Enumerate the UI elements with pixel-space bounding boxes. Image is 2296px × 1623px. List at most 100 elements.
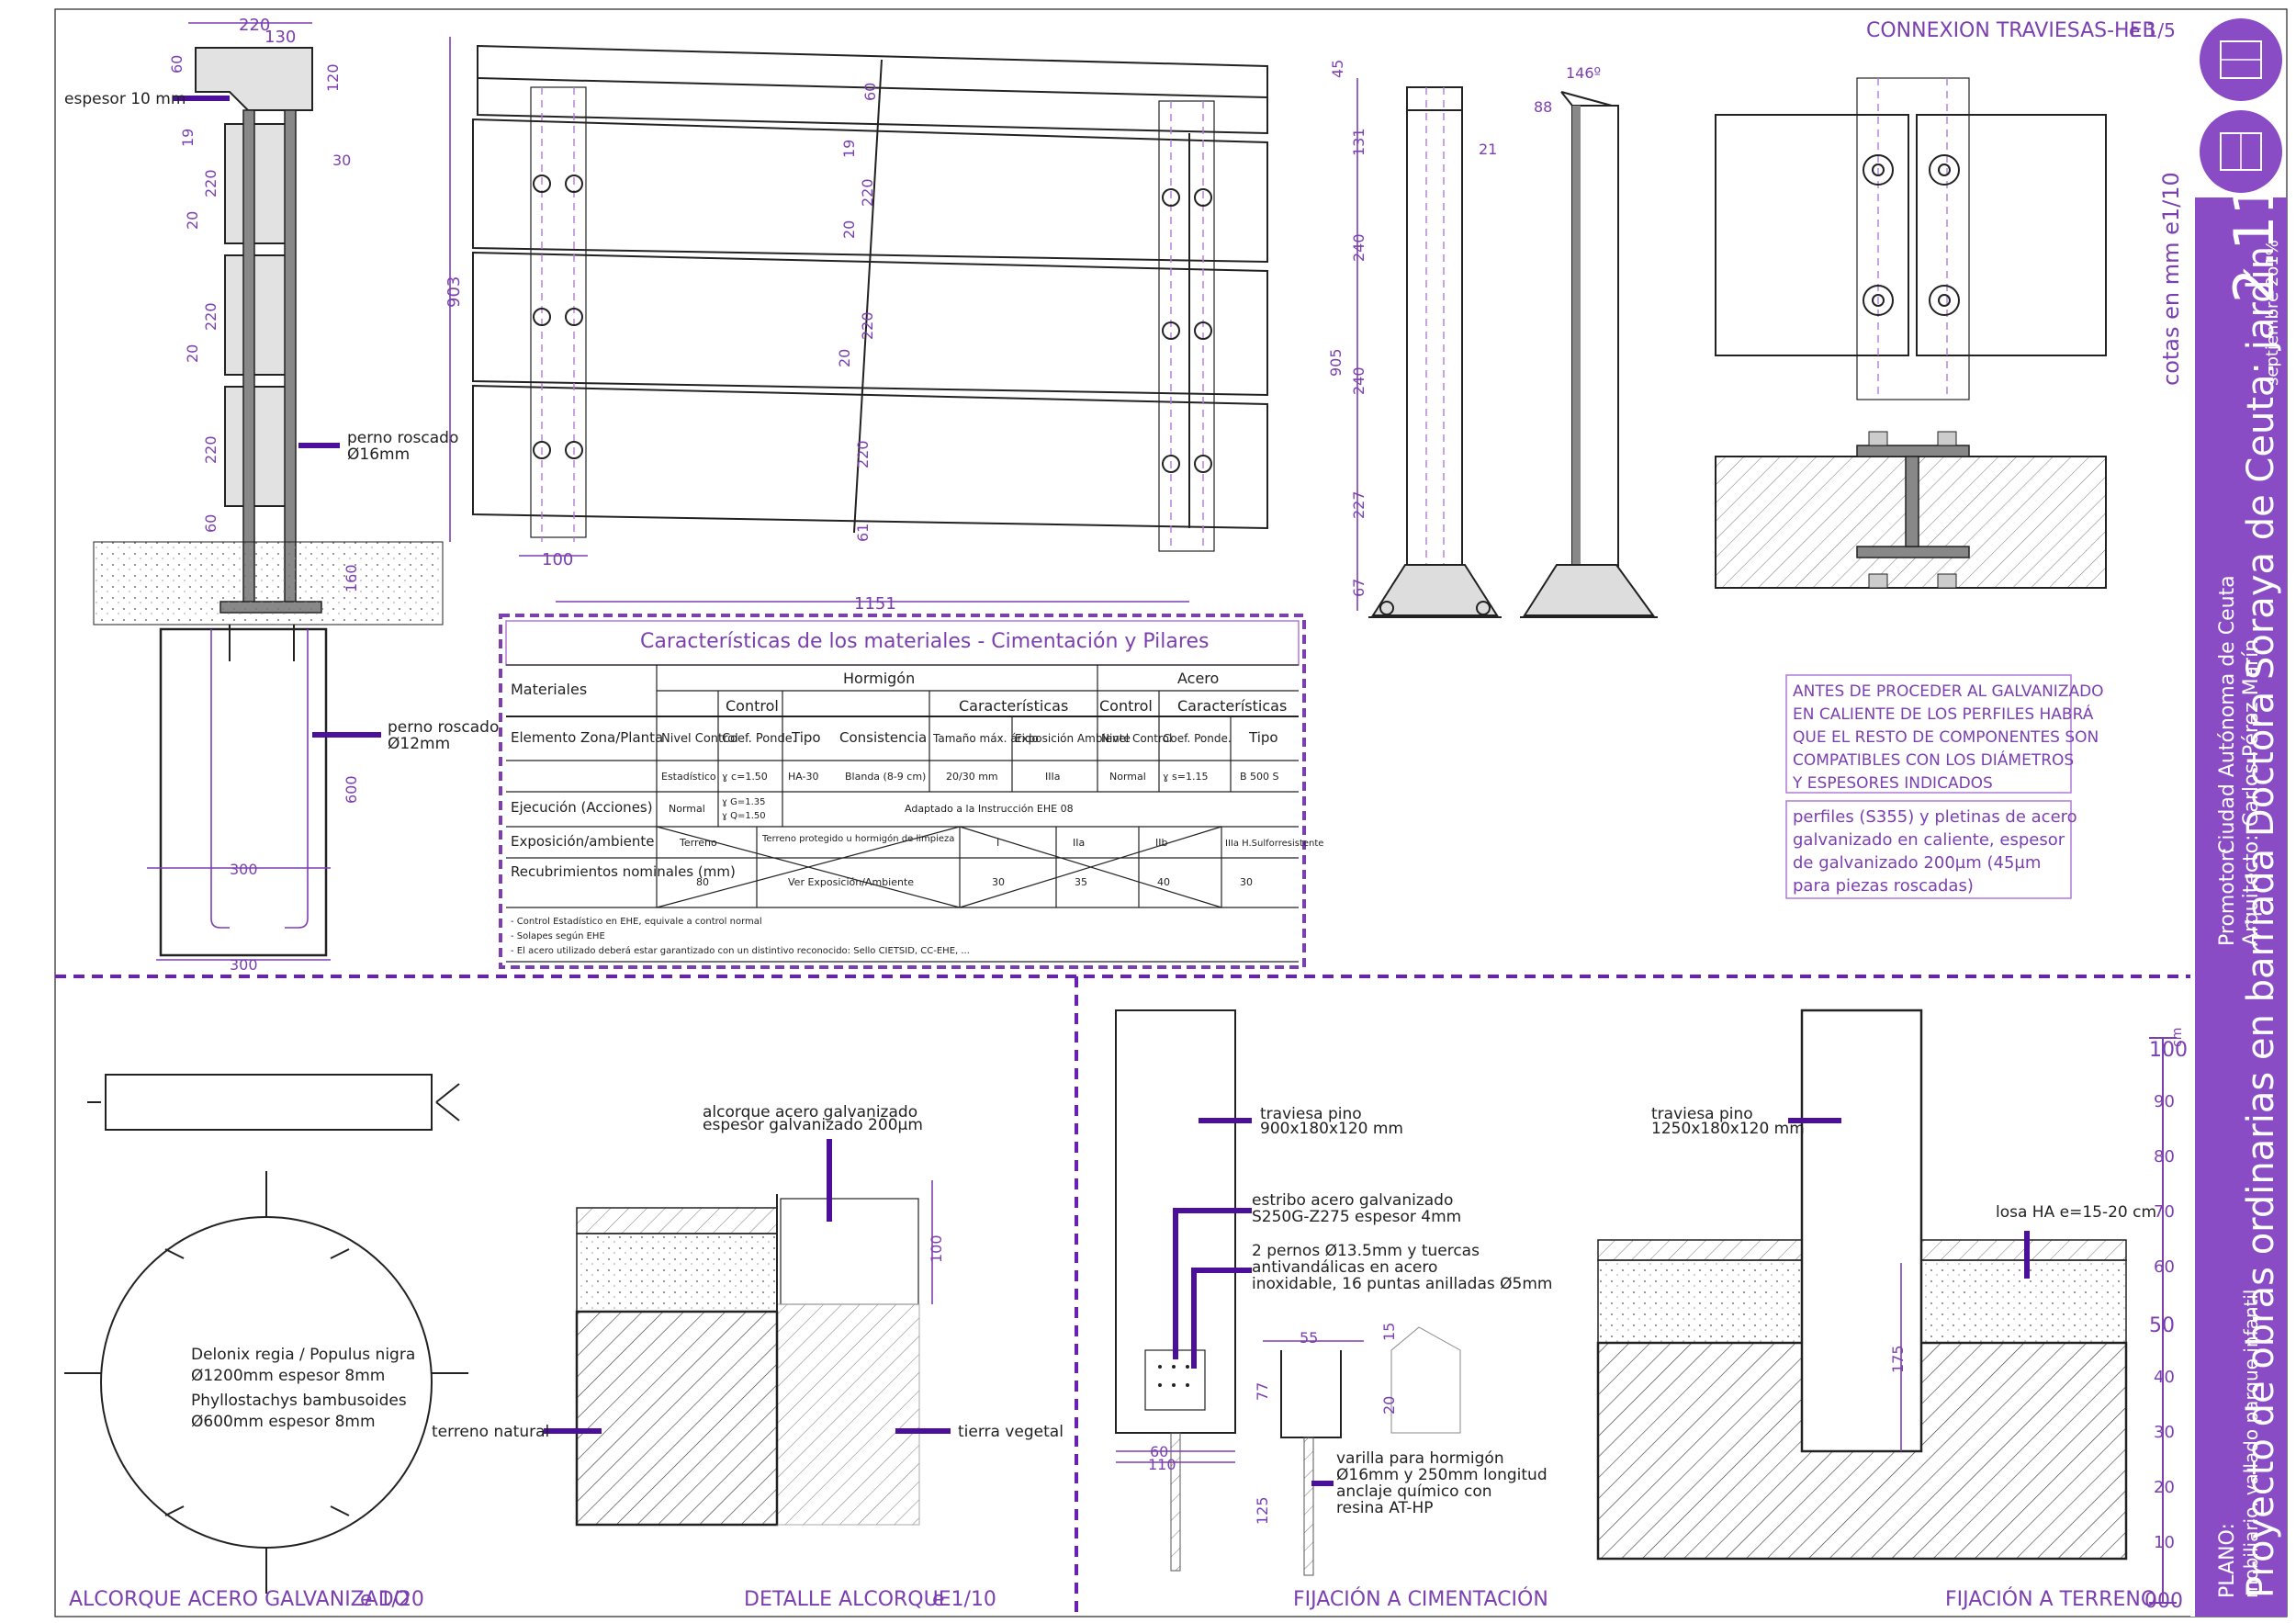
- table-acero: Acero: [1177, 670, 1219, 687]
- cim-varilla-4: resina AT-HP: [1336, 1499, 1434, 1517]
- alcorque-species-2: Phyllostachys bambusoides: [191, 1392, 407, 1410]
- table-recubrimientos: Recubrimientos nominales (mm): [511, 863, 736, 880]
- fence-dim-903: 903: [445, 276, 464, 308]
- scale-mark-70: 70: [2154, 1202, 2175, 1222]
- col-coef-ponde-acero: Coef. Ponde.: [1163, 732, 1232, 745]
- fence-dim-60: 60: [861, 83, 879, 101]
- r1-coef: ɣ c=1.50: [722, 771, 768, 783]
- promotor-label: Promotor:: [2216, 847, 2239, 946]
- connexion-plan: [1715, 77, 2107, 400]
- scale-mark-90: 90: [2154, 1092, 2175, 1111]
- dim-120: 120: [324, 63, 342, 92]
- fence-dim-20b: 20: [836, 349, 853, 367]
- dim-220b: 220: [202, 302, 219, 331]
- post-dim-88: 88: [1534, 98, 1552, 116]
- leader-pernos: [1191, 1268, 1252, 1369]
- warning-line-5: Y ESPESORES INDICADOS: [1792, 774, 1993, 793]
- expo-i: I: [996, 837, 999, 849]
- cim-pernos-3: inoxidable, 16 puntas anilladas Ø5mm: [1252, 1275, 1552, 1293]
- note-espesor: espesor 10 mm: [64, 90, 186, 108]
- dim-300b: 300: [230, 956, 258, 974]
- scale-mark-0: 000: [2144, 1590, 2183, 1613]
- cim-traviesa-2: 900x180x120 mm: [1260, 1120, 1403, 1138]
- title-alcorque-scale: e 1/20: [360, 1588, 424, 1611]
- expo-protegido: Terreno protegido u hormigón de limpieza: [761, 833, 954, 844]
- col-nivel-control: Nivel Control: [661, 732, 738, 746]
- note-perno16-a: perno roscado: [347, 429, 458, 447]
- date: septiembre 2o1%: [2263, 240, 2282, 386]
- recu-35: 35: [1075, 876, 1087, 888]
- table-exposicion: Exposición/ambiente: [511, 833, 655, 850]
- dim-600: 600: [343, 775, 360, 804]
- table-note-2: - Solapes según EHE: [511, 930, 605, 941]
- dim-300a: 300: [230, 861, 258, 878]
- scale-mark-80: 80: [2154, 1147, 2175, 1167]
- dim-220a: 220: [202, 169, 219, 197]
- note-perno12-a: perno roscado: [388, 718, 499, 737]
- cim-dim-20: 20: [1380, 1396, 1398, 1414]
- fence-dim-220b: 220: [859, 311, 876, 340]
- ter-traviesa-1: traviesa pino: [1651, 1105, 1753, 1123]
- post-dim-67: 67: [1350, 579, 1367, 597]
- scale-mark-10: 10: [2154, 1533, 2175, 1552]
- fence-dim-220a: 220: [859, 178, 876, 207]
- perfiles-line-2: galvanizado en caliente, espesor: [1793, 830, 2065, 850]
- scale-bar: [2149, 1037, 2177, 1604]
- cim-varilla-2: Ø16mm y 250mm longitud: [1336, 1466, 1548, 1484]
- alcorque-species-1-dim: Ø1200mm espesor 8mm: [191, 1367, 385, 1385]
- table-caracteristicas: Características: [959, 697, 1068, 715]
- col-nivel-control-acero: Nivel Control: [1101, 732, 1172, 745]
- ter-traviesa-2: 1250x180x120 mm: [1651, 1120, 1805, 1138]
- r1-tipo-acero: B 500 S: [1240, 771, 1279, 783]
- warning-line-3: QUE EL RESTO DE COMPONENTES SON: [1793, 728, 2099, 747]
- note-perno12-b: Ø12mm: [388, 735, 450, 753]
- title-strip: [2195, 197, 2287, 1617]
- recu-ver: Ver Exposición/Ambiente: [788, 876, 914, 888]
- perfiles-line-1: perfiles (S355) y pletinas de acero: [1793, 807, 2077, 827]
- cim-estribo-1: estribo acero galvanizado: [1252, 1191, 1453, 1210]
- ejec-g: ɣ G=1.35: [722, 797, 766, 807]
- r1-tipo: HA-30: [788, 771, 819, 783]
- post-dim-240b: 240: [1350, 366, 1367, 395]
- ejec-q: ɣ Q=1.50: [722, 811, 766, 821]
- col-exposicion: Exposición Ambiente: [1015, 732, 1131, 745]
- expo-iiia: IIIa H.Sulforresistente: [1225, 839, 1323, 849]
- fence-dim-20a: 20: [840, 220, 858, 239]
- post-dim-146: 146º: [1566, 64, 1601, 82]
- title-detalle: DETALLE ALCORQUE: [744, 1588, 951, 1611]
- r1-nivel-acero: Normal: [1109, 771, 1146, 783]
- post-dim-45: 45: [1329, 60, 1346, 78]
- r1-coef-acero: ɣ s=1.15: [1163, 771, 1209, 783]
- ter-losa: losa HA e=15-20 cm: [1996, 1203, 2156, 1222]
- cim-dim-15: 15: [1380, 1323, 1398, 1341]
- post-dim-227: 227: [1350, 490, 1367, 519]
- title-fijacion-cim: FIJACIÓN A CIMENTACIÓN: [1293, 1587, 1548, 1611]
- cim-dim-55: 55: [1300, 1329, 1318, 1347]
- recu-30: 30: [992, 876, 1005, 888]
- fence-dim-1151: 1151: [854, 594, 896, 614]
- dim-220c: 220: [202, 435, 219, 464]
- detalle-dim-100: 100: [928, 1234, 945, 1263]
- perfiles-line-3: de galvanizado 200µm (45µm: [1793, 853, 2041, 873]
- cim-varilla-1: varilla para hormigón: [1336, 1449, 1504, 1468]
- detalle-note-2: espesor galvanizado 200µm: [703, 1116, 923, 1134]
- col-tamano: Tamaño máx. árido: [932, 732, 1039, 745]
- title-fijacion-ter: FIJACIÓN A TERRENO: [1945, 1587, 2156, 1611]
- materials-table: [499, 614, 1306, 969]
- dim-60a: 60: [168, 55, 186, 73]
- cim-dim-125: 125: [1254, 1496, 1271, 1525]
- table-hormigon: Hormigón: [843, 670, 915, 687]
- dim-130: 130: [264, 28, 296, 47]
- r1-tamano: 20/30 mm: [946, 771, 998, 783]
- leader-estribo: [1173, 1208, 1252, 1359]
- table-control: Control: [726, 697, 779, 715]
- expo-iib: IIb: [1155, 837, 1167, 849]
- title-alcorque: ALCORQUE ACERO GALVANIZADO: [69, 1588, 410, 1611]
- note-perno16-b: Ø16mm: [347, 445, 410, 464]
- r1-nivel: Estadístico: [661, 771, 716, 783]
- post-dim-131: 131: [1350, 128, 1367, 156]
- cim-dim-77: 77: [1254, 1382, 1271, 1401]
- table-ejecucion: Ejecución (Acciones): [511, 799, 653, 816]
- cim-pernos-2: antivandálicas en acero: [1252, 1258, 1437, 1277]
- project-title: Proyecto de obras ordinarias en barriada…: [2240, 246, 2282, 1598]
